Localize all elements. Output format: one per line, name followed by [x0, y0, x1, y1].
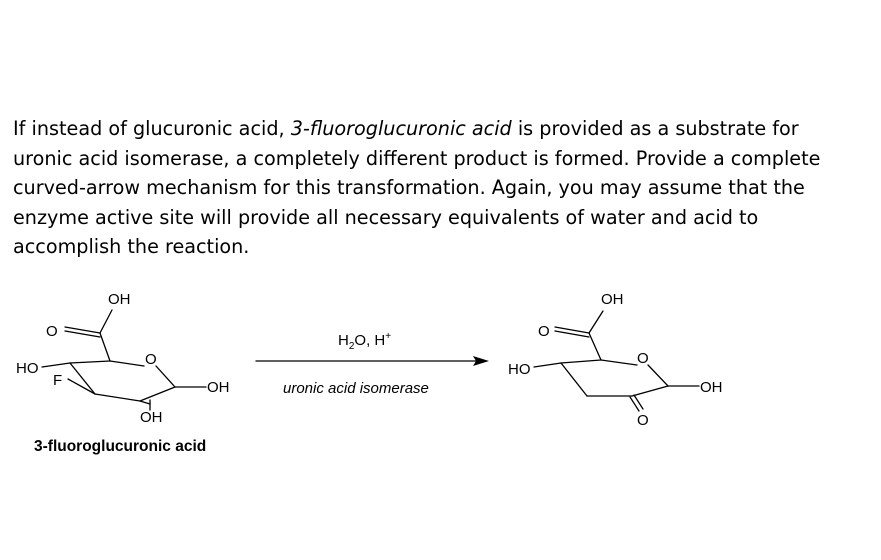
product-label-ketone-o: O — [637, 412, 649, 429]
reactant-label-carbonyl-o: O — [46, 323, 58, 340]
enzyme-label: uronic acid isomerase — [283, 380, 429, 397]
reactant-bond-c5-c6 — [99, 332, 111, 362]
product-label-right-oh: OH — [700, 379, 723, 396]
reactant-bond-c3-f — [67, 378, 96, 395]
reactant-bond-c2-c1 — [139, 386, 176, 402]
substrate-name-italic: 3-fluoroglucuronic acid — [290, 117, 512, 140]
reactant-name-caption: 3-fluoroglucuronic acid — [34, 438, 207, 455]
reactant-bond-c6-o-1 — [64, 326, 101, 334]
product-bond-c5-c4 — [560, 359, 602, 364]
product-bond-c6-oh — [588, 310, 604, 334]
product-label-carbonyl-o: O — [538, 323, 550, 340]
product-bond-c4-c3 — [560, 362, 588, 397]
product-bond-c6-o-2 — [554, 330, 590, 338]
product-bond-o5-c1 — [647, 364, 669, 387]
reactant-label-right-oh: OH — [207, 379, 230, 396]
product-label-ring-o: O — [637, 350, 649, 367]
product-bond-c2-c1 — [631, 385, 669, 397]
reactant-label-ring-o: O — [145, 351, 157, 368]
product-bond-ketone-2 — [633, 394, 644, 410]
product-bond-c5-c6 — [588, 332, 602, 361]
reactant-bond-c2-stub — [139, 400, 151, 405]
reaction-arrow-head — [473, 356, 489, 366]
reactant-bond-c6-o-2 — [64, 330, 101, 338]
reactant-label-bottom-oh: OH — [140, 409, 163, 426]
question-text: If instead of glucuronic acid, 3-fluorog… — [13, 117, 821, 258]
reactant-bond-c5-o5 — [109, 360, 145, 367]
reactant-label-top-oh: OH — [108, 291, 131, 308]
product-label-ho: HO — [508, 361, 531, 378]
reactant-bond-c6-oh — [99, 309, 113, 334]
reactant-bond-c5-c4 — [69, 360, 111, 364]
reactant-bond-c4-c3 — [69, 362, 96, 395]
reactant-label-ho: HO — [16, 360, 39, 377]
reactant-bond-o5-c1 — [155, 365, 176, 388]
reactant-bond-c4-oh — [41, 362, 71, 368]
reactant-label-f: F — [53, 372, 62, 389]
product-label-top-oh: OH — [601, 291, 624, 308]
product-bond-c6-o-1 — [554, 326, 590, 334]
product-bond-c5-o5 — [600, 359, 638, 366]
product-bond-c4-oh — [533, 362, 562, 368]
product-bond-ketone-1 — [629, 396, 640, 412]
reactant-bond-c3-c2 — [94, 393, 141, 402]
reaction-conditions: H2O, H+ — [338, 331, 392, 352]
